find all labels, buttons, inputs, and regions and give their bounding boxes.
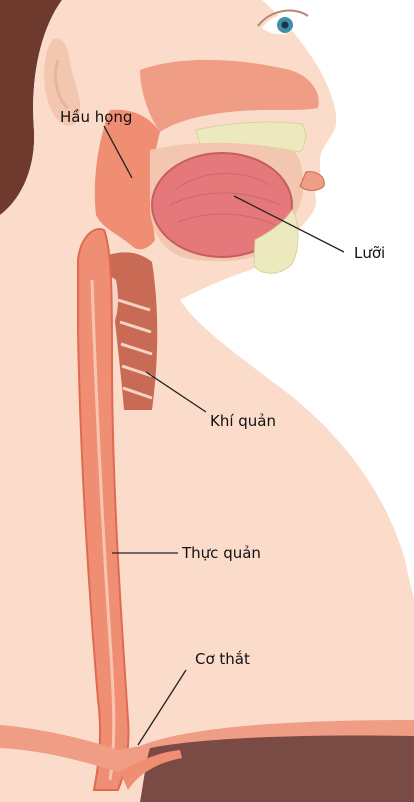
label-esophagus: Thực quản: [181, 544, 261, 562]
stomach: [140, 736, 414, 802]
label-tongue: Lưỡi: [354, 244, 385, 262]
label-trachea: Khí quản: [210, 412, 276, 430]
label-pharynx: Hầu họng: [60, 108, 132, 126]
label-sphincter: Cơ thắt: [195, 650, 250, 668]
